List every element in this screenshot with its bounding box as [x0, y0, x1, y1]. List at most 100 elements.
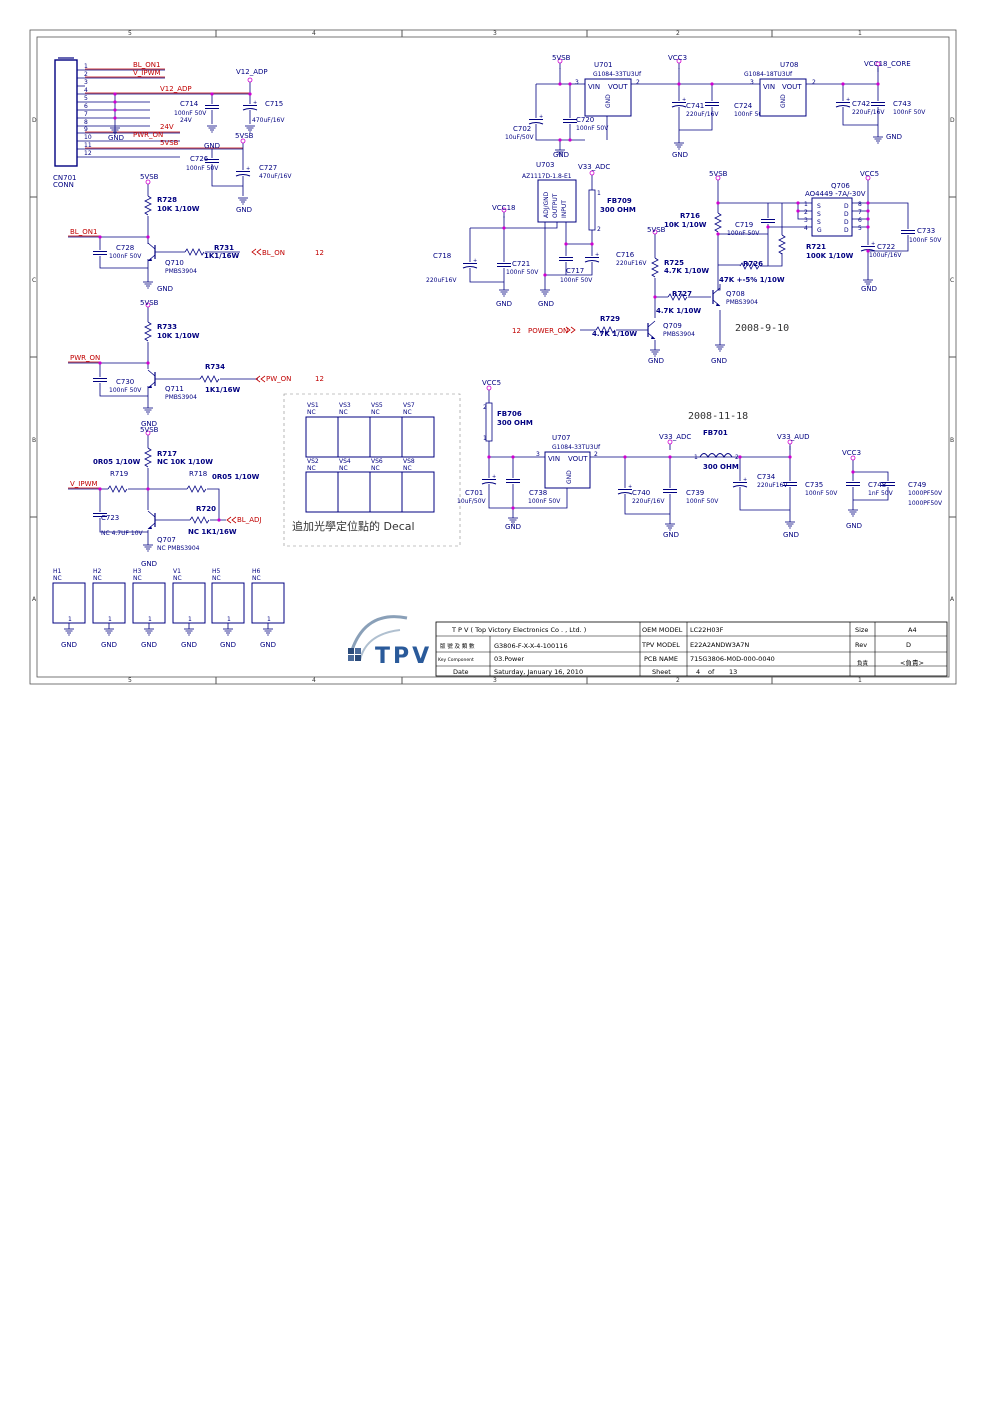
svg-text:1: 1	[483, 435, 487, 442]
svg-text:GND: GND	[141, 641, 157, 649]
svg-text:NC PMBS3904: NC PMBS3904	[157, 545, 200, 552]
svg-text:VS2: VS2	[307, 458, 319, 465]
svg-text:100nF 50V: 100nF 50V	[727, 230, 760, 237]
svg-text:0R05 1/10W: 0R05 1/10W	[212, 473, 260, 481]
drawing-frame: 5 4 3 2 1 5 4 3 2 1 D C B A D C B A	[29, 29, 957, 685]
svg-text:NC: NC	[212, 575, 221, 582]
svg-text:R731: R731	[214, 244, 234, 252]
svg-text:GND: GND	[220, 641, 236, 649]
svg-text:GND: GND	[783, 531, 799, 539]
svg-text:1: 1	[227, 616, 231, 623]
tpv-logo: TPV	[348, 615, 429, 669]
svg-text:GND: GND	[236, 206, 252, 214]
svg-text:100nF 50V: 100nF 50V	[560, 277, 593, 284]
svg-text:2: 2	[483, 404, 487, 411]
svg-text:U701: U701	[594, 61, 612, 69]
svg-text:VS8: VS8	[403, 458, 415, 465]
svg-text:GND: GND	[181, 641, 197, 649]
svg-text:1: 1	[148, 616, 152, 623]
svg-text:3: 3	[804, 217, 808, 224]
svg-text:3: 3	[575, 79, 579, 86]
svg-text:C728: C728	[116, 244, 134, 252]
svg-text:NC: NC	[371, 409, 380, 416]
v12-adp-filter: V12_ADP C714 100nF 50V 24V C715 470uF/16…	[174, 68, 285, 133]
svg-text:5VSB: 5VSB	[709, 170, 728, 178]
net-label: V_IPWM	[133, 69, 161, 77]
svg-text:NC: NC	[252, 575, 261, 582]
title-block: T P V ( Top Victory Electronics Co . , L…	[435, 621, 948, 677]
svg-text:R725: R725	[664, 259, 684, 267]
svg-text:220uF/16V: 220uF/16V	[632, 498, 665, 505]
svg-text:C730: C730	[116, 378, 134, 386]
svg-text:100nF 50V: 100nF 50V	[109, 387, 142, 394]
svg-text:NC 4.7UF 10V: NC 4.7UF 10V	[101, 530, 144, 537]
svg-text:GND: GND	[538, 300, 554, 308]
svg-text:1K1/16W: 1K1/16W	[204, 252, 239, 260]
svg-text:5VSB: 5VSB	[552, 54, 571, 62]
col-label: 3	[493, 677, 497, 684]
svg-text:10K 1/10W: 10K 1/10W	[664, 221, 707, 229]
svg-text:U708: U708	[780, 61, 798, 69]
svg-text:D: D	[844, 227, 849, 234]
net-label: 24V	[160, 123, 174, 131]
svg-text:S: S	[817, 203, 821, 210]
svg-text:PMBS3904: PMBS3904	[165, 268, 197, 275]
svg-text:2: 2	[594, 451, 598, 458]
svg-text:12: 12	[84, 150, 92, 157]
svg-text:100nF 50V: 100nF 50V	[506, 269, 539, 276]
svg-text:R728: R728	[157, 196, 177, 204]
svg-text:10uF/50V: 10uF/50V	[505, 134, 535, 141]
revision-date: 2008-11-18	[688, 411, 748, 422]
svg-text:FB706: FB706	[497, 410, 522, 418]
svg-text:12: 12	[512, 327, 521, 335]
svg-text:C714: C714	[180, 100, 199, 108]
svg-text:100nF 50V: 100nF 50V	[576, 125, 609, 132]
svg-text:NC: NC	[403, 409, 412, 416]
svg-text:300 OHM: 300 OHM	[497, 419, 533, 427]
svg-text:10uF/50V: 10uF/50V	[457, 498, 487, 505]
svg-text:C748: C748	[868, 481, 886, 489]
svg-text:6: 6	[84, 103, 88, 110]
net-label: GND	[204, 142, 220, 150]
svg-text:C724: C724	[734, 102, 753, 110]
svg-text:C741: C741	[686, 102, 704, 110]
svg-text:100nF 50V: 100nF 50V	[528, 498, 561, 505]
svg-text:GND: GND	[846, 522, 862, 530]
svg-text:Q709: Q709	[663, 322, 682, 330]
svg-text:VOUT: VOUT	[782, 83, 802, 91]
svg-text:13: 13	[729, 668, 737, 676]
svg-text:NC: NC	[307, 465, 316, 472]
svg-text:2: 2	[812, 79, 816, 86]
svg-text:10K 1/10W: 10K 1/10W	[157, 205, 200, 213]
col-label: 1	[858, 677, 862, 684]
svg-text:GND: GND	[861, 285, 877, 293]
svg-text:C702: C702	[513, 125, 531, 133]
col-label: 5	[128, 30, 132, 37]
svg-text:INPUT: INPUT	[561, 200, 568, 218]
svg-text:S: S	[817, 219, 821, 226]
svg-text:4.7K 1/10W: 4.7K 1/10W	[664, 267, 709, 275]
svg-text:G1084-33TU3Uf: G1084-33TU3Uf	[552, 444, 601, 451]
svg-text:VCC3: VCC3	[668, 54, 687, 62]
svg-text:BL_ON: BL_ON	[262, 249, 285, 257]
svg-text:24V: 24V	[180, 117, 193, 124]
svg-text:Q710: Q710	[165, 259, 184, 267]
row-label: C	[950, 277, 954, 284]
svg-text:PMBS3904: PMBS3904	[663, 331, 695, 338]
svg-text:5VSB: 5VSB	[140, 426, 159, 434]
svg-text:4.7K 1/10W: 4.7K 1/10W	[656, 307, 701, 315]
svg-text:VS1: VS1	[307, 402, 319, 409]
svg-text:7: 7	[858, 209, 862, 216]
svg-text:VCC3: VCC3	[842, 449, 861, 457]
q707-bl-adj-stage: 5VSB R717 NC 10K 1/10W 0R05 1/10W R719 R…	[68, 426, 261, 568]
svg-text:8: 8	[858, 201, 862, 208]
svg-text:C727: C727	[259, 164, 277, 172]
svg-text:5: 5	[858, 225, 862, 232]
svg-text:220uF16V: 220uF16V	[616, 260, 647, 267]
svg-text:220uF/16V: 220uF/16V	[686, 111, 719, 118]
svg-text:D: D	[844, 211, 849, 218]
svg-text:TPV MODEL: TPV MODEL	[641, 641, 680, 649]
svg-text:V33_AUD: V33_AUD	[777, 433, 810, 441]
svg-text:GND: GND	[260, 641, 276, 649]
